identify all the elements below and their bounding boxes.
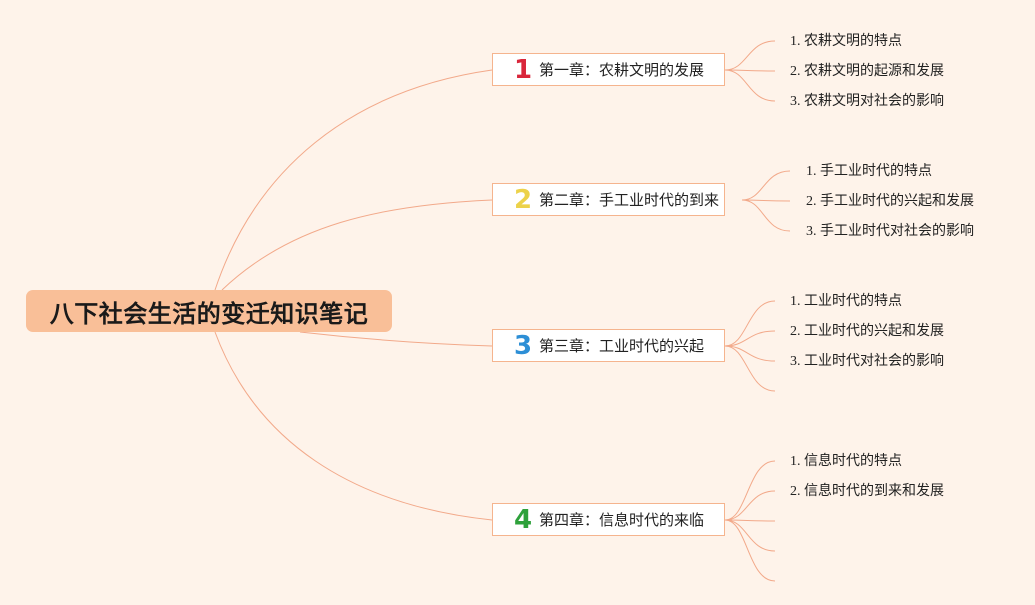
chapter-3-branch-2 bbox=[724, 330, 776, 347]
chapter-2-leaf-1[interactable]: 1. 手工业时代的特点 bbox=[806, 164, 932, 179]
chapter-4-leaf-1[interactable]: 1. 信息时代的特点 bbox=[790, 454, 902, 469]
chapter-4-node[interactable]: 4 第四章：信息时代的来临 bbox=[492, 503, 725, 536]
chapter-4-branch-5 bbox=[724, 519, 776, 582]
chapter-2-leaf-3[interactable]: 3. 手工业时代对社会的影响 bbox=[806, 224, 974, 239]
chapter-4-branch-1 bbox=[724, 460, 776, 521]
chapter-4-number: 4 bbox=[513, 504, 533, 535]
root-to-chapter-1-line bbox=[214, 69, 493, 291]
chapter-3-leaf-1[interactable]: 1. 工业时代的特点 bbox=[790, 294, 902, 309]
chapter-2-node[interactable]: 2 第二章：手工业时代的到来 bbox=[492, 183, 725, 216]
root-topic[interactable]: 八下社会生活的变迁知识笔记 bbox=[26, 290, 392, 332]
chapter-4-leaf-2[interactable]: 2. 信息时代的到来和发展 bbox=[790, 484, 944, 499]
chapter-3-branch-1 bbox=[724, 300, 776, 347]
chapter-3-leaf-2[interactable]: 2. 工业时代的兴起和发展 bbox=[790, 324, 944, 339]
chapter-3-node[interactable]: 3 第三章：工业时代的兴起 bbox=[492, 329, 725, 362]
chapter-3-branch-3 bbox=[724, 345, 776, 362]
chapter-1-branch-3 bbox=[724, 69, 776, 102]
chapter-4-branch-3 bbox=[724, 519, 776, 522]
chapter-1-number: 1 bbox=[513, 54, 533, 85]
chapter-3-number: 3 bbox=[513, 330, 533, 361]
chapter-2-branch-1 bbox=[741, 170, 791, 201]
chapter-1-label: 第一章：农耕文明的发展 bbox=[539, 61, 705, 79]
chapter-1-branch-2 bbox=[724, 69, 776, 72]
chapter-4-label: 第四章：信息时代的来临 bbox=[539, 511, 705, 529]
chapter-4-branch-2 bbox=[724, 490, 776, 521]
chapter-1-leaf-2[interactable]: 2. 农耕文明的起源和发展 bbox=[790, 64, 944, 79]
chapter-2-branch-3 bbox=[741, 199, 791, 232]
chapter-2-branch-2 bbox=[741, 199, 791, 202]
chapter-3-label: 第三章：工业时代的兴起 bbox=[539, 337, 705, 355]
chapter-1-node[interactable]: 1 第一章：农耕文明的发展 bbox=[492, 53, 725, 86]
chapter-3-leaf-3[interactable]: 3. 工业时代对社会的影响 bbox=[790, 354, 944, 369]
chapter-2-leaf-2[interactable]: 2. 手工业时代的兴起和发展 bbox=[806, 194, 974, 209]
chapter-2-label: 第二章：手工业时代的到来 bbox=[539, 191, 720, 209]
chapter-1-leaf-1[interactable]: 1. 农耕文明的特点 bbox=[790, 34, 902, 49]
root-to-chapter-2-line bbox=[221, 199, 493, 291]
root-to-chapter-4-line bbox=[214, 331, 493, 521]
chapter-3-branch-4 bbox=[724, 345, 776, 392]
chapter-1-branch-1 bbox=[724, 40, 776, 71]
root-to-chapter-3-line bbox=[299, 331, 493, 347]
chapter-4-branch-4 bbox=[724, 519, 776, 552]
root-topic-label: 八下社会生活的变迁知识笔记 bbox=[49, 299, 369, 328]
chapter-1-leaf-3[interactable]: 3. 农耕文明对社会的影响 bbox=[790, 94, 944, 109]
chapter-2-number: 2 bbox=[513, 184, 533, 215]
